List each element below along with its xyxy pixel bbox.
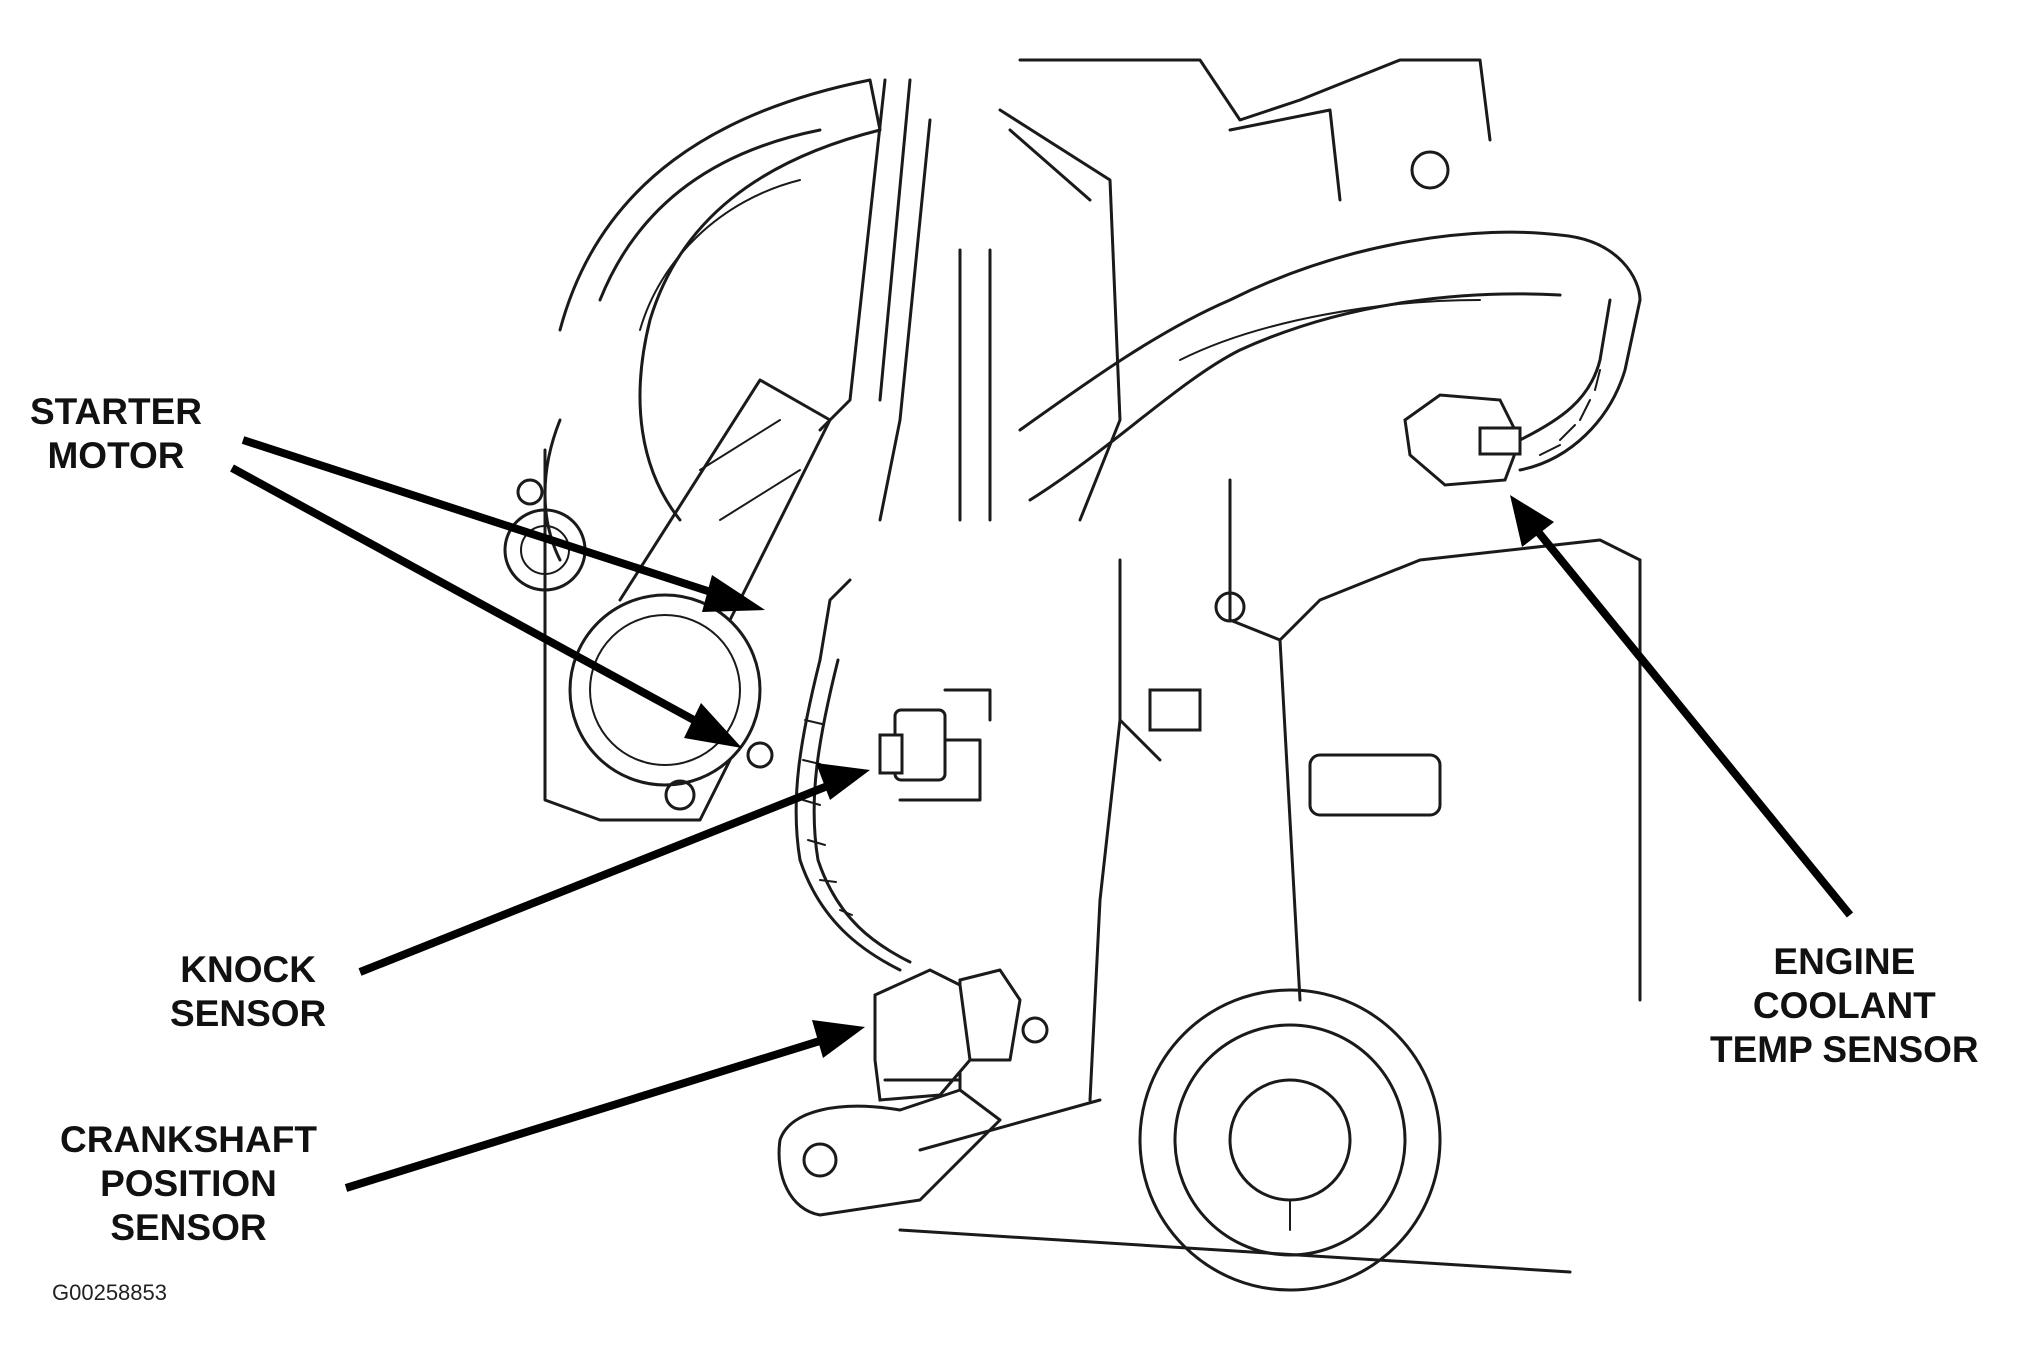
arrow-coolant-sensor-head — [1510, 495, 1554, 547]
coolant-label-line2: COOLANT — [1752, 985, 1936, 1026]
crankshaft-sensor-body — [873, 968, 1049, 1102]
starter-motor-label-line2: MOTOR — [47, 435, 185, 476]
arrow-coolant-sensor — [1531, 525, 1854, 918]
bell-housing — [503, 78, 882, 822]
crankshaft-label-line1: CRANKSHAFT — [60, 1119, 317, 1160]
crankshaft-label-line3: SENSOR — [110, 1207, 267, 1248]
arrow-starter-lower-head — [684, 703, 742, 748]
knock-sensor-label-line2: SENSOR — [170, 993, 327, 1034]
arrow-starter-upper — [241, 436, 722, 599]
starter-motor-label-line1: STARTER — [30, 391, 202, 432]
knock-sensor-label-line1: KNOCK — [180, 949, 316, 990]
callout-arrows — [230, 436, 1854, 1192]
arrow-knock-sensor-head — [816, 763, 870, 800]
coolant-label-line1: ENGINE — [1773, 941, 1916, 982]
knock-sensor-label: KNOCK SENSOR — [170, 948, 326, 1036]
knock-sensor-connector — [878, 688, 992, 802]
figure-id: G00258853 — [52, 1280, 167, 1305]
crankshaft-pulley — [898, 988, 1572, 1292]
engine-coolant-temp-sensor-label: ENGINE COOLANT TEMP SENSOR — [1710, 940, 1979, 1072]
arrow-starter-upper-head — [702, 575, 765, 612]
arrow-crankshaft-sensor-head — [812, 1020, 865, 1058]
coolant-temp-sensor — [1403, 298, 1642, 487]
engine-block — [1088, 478, 1642, 1102]
arrow-starter-lower — [230, 464, 705, 729]
coolant-hose — [1018, 230, 1642, 502]
crankshaft-label-line2: POSITION — [100, 1163, 277, 1204]
crankshaft-position-sensor-label: CRANKSHAFT POSITION SENSOR — [60, 1118, 317, 1250]
upper-hoses — [818, 58, 1492, 522]
starter-motor-label: STARTER MOTOR — [30, 390, 202, 478]
starter-motor-body — [568, 378, 832, 787]
arrow-knock-sensor — [358, 781, 832, 976]
coolant-label-line3: TEMP SENSOR — [1710, 1029, 1979, 1070]
arrow-crankshaft-sensor — [344, 1036, 825, 1192]
sensor-harness — [794, 578, 912, 972]
